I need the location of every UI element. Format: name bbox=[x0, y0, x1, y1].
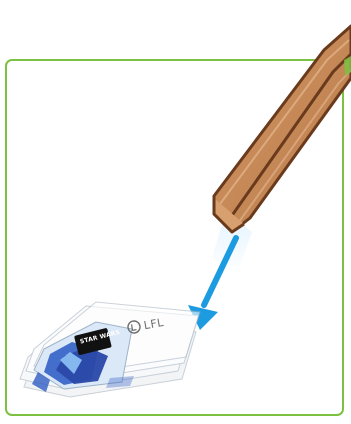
token-stack-icon: STAR WARS LFL bbox=[20, 302, 200, 397]
wooden-clip-tool-icon bbox=[212, 26, 351, 274]
